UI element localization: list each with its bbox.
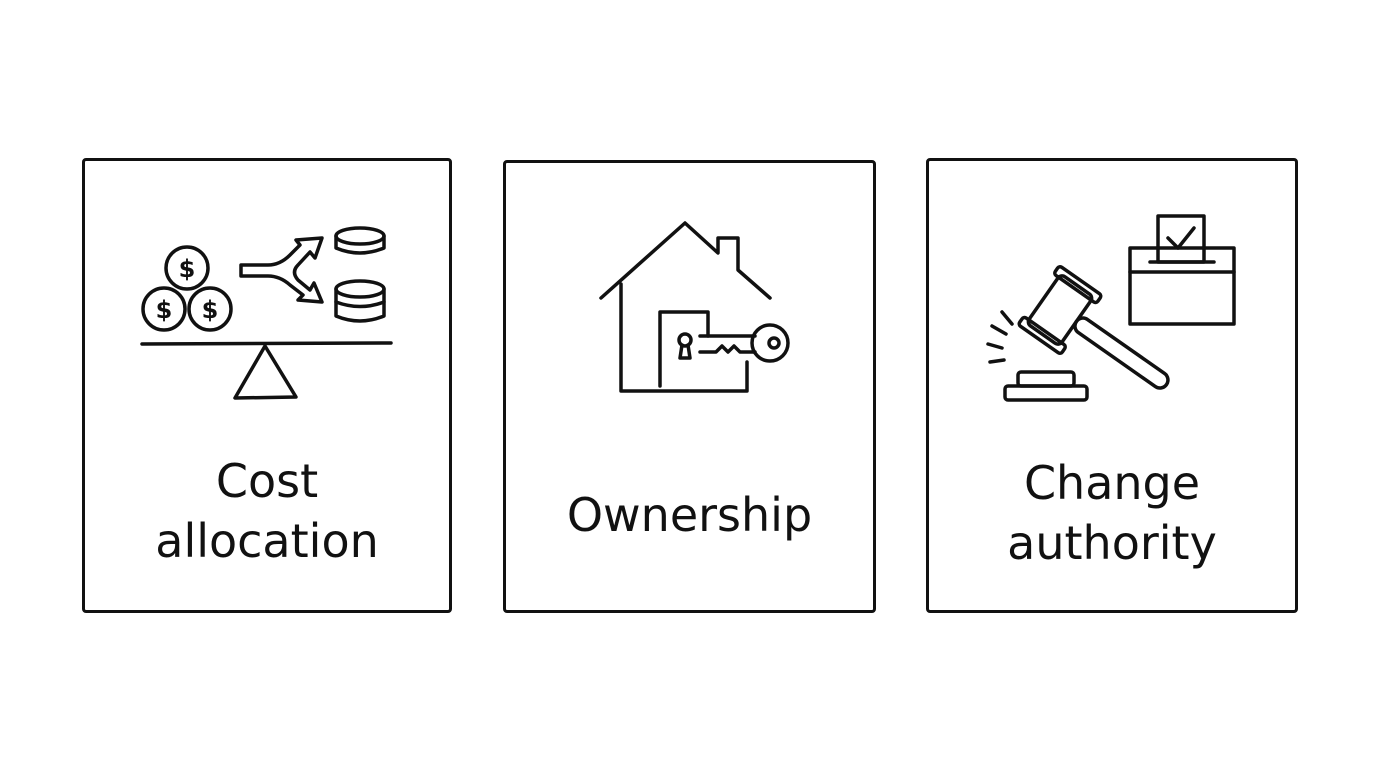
label-line: Cost bbox=[215, 454, 319, 508]
house-key-icon bbox=[599, 221, 790, 393]
card-cost-allocation: Cost allocation bbox=[82, 158, 452, 613]
label-line: allocation bbox=[155, 514, 379, 568]
card-ownership: Ownership bbox=[503, 160, 876, 613]
svg-text:$: $ bbox=[156, 296, 173, 324]
balance-scale-coins-split-icon: $ $ $ bbox=[140, 226, 393, 400]
card-label: Change authority bbox=[929, 453, 1295, 573]
gavel-ballot-box-icon bbox=[986, 214, 1236, 402]
label-line: Change bbox=[1023, 456, 1201, 510]
svg-text:$: $ bbox=[202, 296, 219, 324]
card-label: Ownership bbox=[566, 488, 813, 542]
label-line: authority bbox=[1007, 516, 1217, 570]
card-label: Cost allocation bbox=[85, 451, 449, 571]
card-change-authority: Change authority bbox=[926, 158, 1298, 613]
svg-text:$: $ bbox=[179, 255, 196, 283]
